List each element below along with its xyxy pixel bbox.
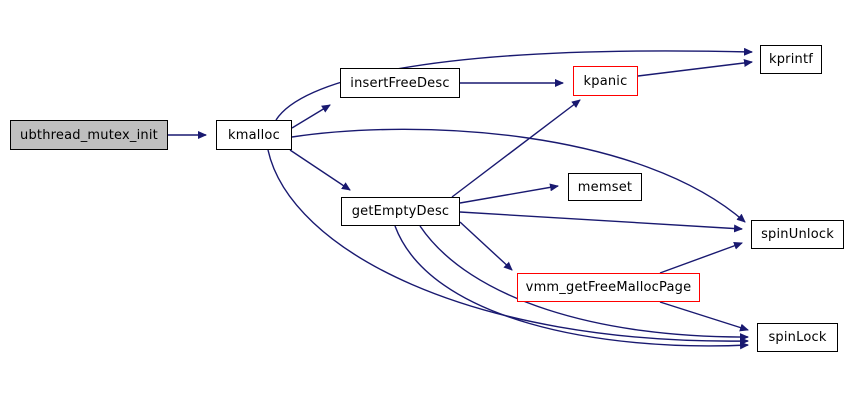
edge-getEmptyDesc-to-memset (459, 183, 559, 204)
edge-getEmptyDesc-to-kpanic (451, 99, 581, 198)
node-vmm_getFreeMallocPage[interactable]: vmm_getFreeMallocPage (517, 273, 700, 302)
edge-kmalloc-to-insertFreeDesc (291, 104, 331, 129)
edge-vmm_getFreeMallocPage-to-spinUnlock (659, 241, 743, 274)
edge-getEmptyDesc-to-spinUnlock (459, 211, 743, 233)
node-label: spinLock (768, 330, 827, 345)
node-kmalloc[interactable]: kmalloc (216, 120, 292, 150)
edge-getEmptyDesc-to-spinLock (419, 225, 749, 342)
node-label: kmalloc (228, 127, 280, 143)
edge-kpanic-to-kprintf (637, 59, 753, 77)
node-spinUnlock[interactable]: spinUnlock (751, 220, 844, 249)
edge-vmm_getFreeMallocPage-to-spinLock (659, 301, 749, 332)
node-label: insertFreeDesc (350, 75, 450, 91)
node-label: ubthread_mutex_init (20, 127, 158, 143)
node-label: memset (577, 179, 633, 195)
node-label: kpanic (583, 73, 628, 89)
edge-kmalloc-to-getEmptyDesc (289, 149, 351, 191)
node-spinLock[interactable]: spinLock (757, 323, 838, 352)
edge-kmalloc-to-spinUnlock (291, 128, 746, 223)
node-ubthread_mutex_init[interactable]: ubthread_mutex_init (10, 120, 168, 150)
node-getEmptyDesc[interactable]: getEmptyDesc (341, 197, 460, 226)
node-kpanic[interactable]: kpanic (573, 66, 638, 96)
node-label: kprintf (768, 52, 814, 67)
node-label: vmm_getFreeMallocPage (525, 280, 692, 295)
edge-kmalloc-to-spinLock (267, 149, 749, 346)
edge-getEmptyDesc-to-spinLock (394, 225, 749, 350)
edge-getEmptyDesc-to-vmm_getFreeMallocPage (459, 221, 513, 271)
node-kprintf[interactable]: kprintf (760, 45, 822, 74)
node-insertFreeDesc[interactable]: insertFreeDesc (340, 68, 460, 98)
node-memset[interactable]: memset (568, 173, 642, 201)
node-label: getEmptyDesc (351, 204, 450, 219)
node-label: spinUnlock (761, 227, 834, 242)
